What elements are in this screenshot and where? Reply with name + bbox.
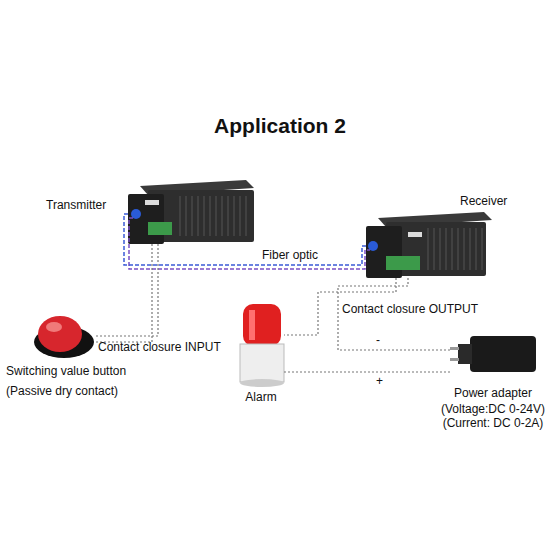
wire-label: Contact closure OUTPUT xyxy=(342,302,478,316)
terminal-block xyxy=(148,222,172,235)
device-node: Alarm xyxy=(238,300,284,386)
signal-wire xyxy=(124,214,366,265)
node-label: Receiver xyxy=(460,194,530,208)
node-label: (Passive dry contact) xyxy=(6,384,156,398)
wire-label: Contact closure INPUT xyxy=(98,340,221,354)
wire-label: + xyxy=(376,374,383,388)
node-label: (Voltage:DC 0-24V) xyxy=(426,402,560,416)
signal-wire xyxy=(284,371,450,372)
node-label: Switching value button xyxy=(6,364,156,378)
device-node: Power adapter(Voltage:DC 0-24V)(Current:… xyxy=(450,332,540,376)
device-front xyxy=(366,226,402,278)
device-node: Switching value button(Passive dry conta… xyxy=(30,312,96,358)
node-label: (Current: DC 0-2A) xyxy=(426,416,560,430)
input-wire xyxy=(96,244,152,342)
push-button xyxy=(34,316,94,358)
transmitter-device xyxy=(128,180,254,244)
node-label: Transmitter xyxy=(46,198,122,212)
wire-label: - xyxy=(376,333,380,347)
wire-label: Fiber optic xyxy=(262,248,318,262)
device-node: Receiver xyxy=(366,214,488,278)
device-node: Transmitter xyxy=(128,182,254,244)
diagram-title: Application 2 xyxy=(0,114,560,138)
vent-lines xyxy=(428,228,482,270)
signal-wire xyxy=(96,244,158,336)
device-front xyxy=(128,194,164,244)
node-label: Alarm xyxy=(218,390,304,404)
terminal-block xyxy=(386,256,420,270)
vent-lines xyxy=(180,196,246,236)
device-tag xyxy=(145,200,159,205)
alarm-beacon xyxy=(240,304,284,387)
power-adapter xyxy=(450,336,536,372)
node-label: Power adapter xyxy=(426,386,560,400)
receiver-device xyxy=(366,212,492,278)
fiber-strand xyxy=(129,218,370,269)
device-tag xyxy=(408,232,422,237)
